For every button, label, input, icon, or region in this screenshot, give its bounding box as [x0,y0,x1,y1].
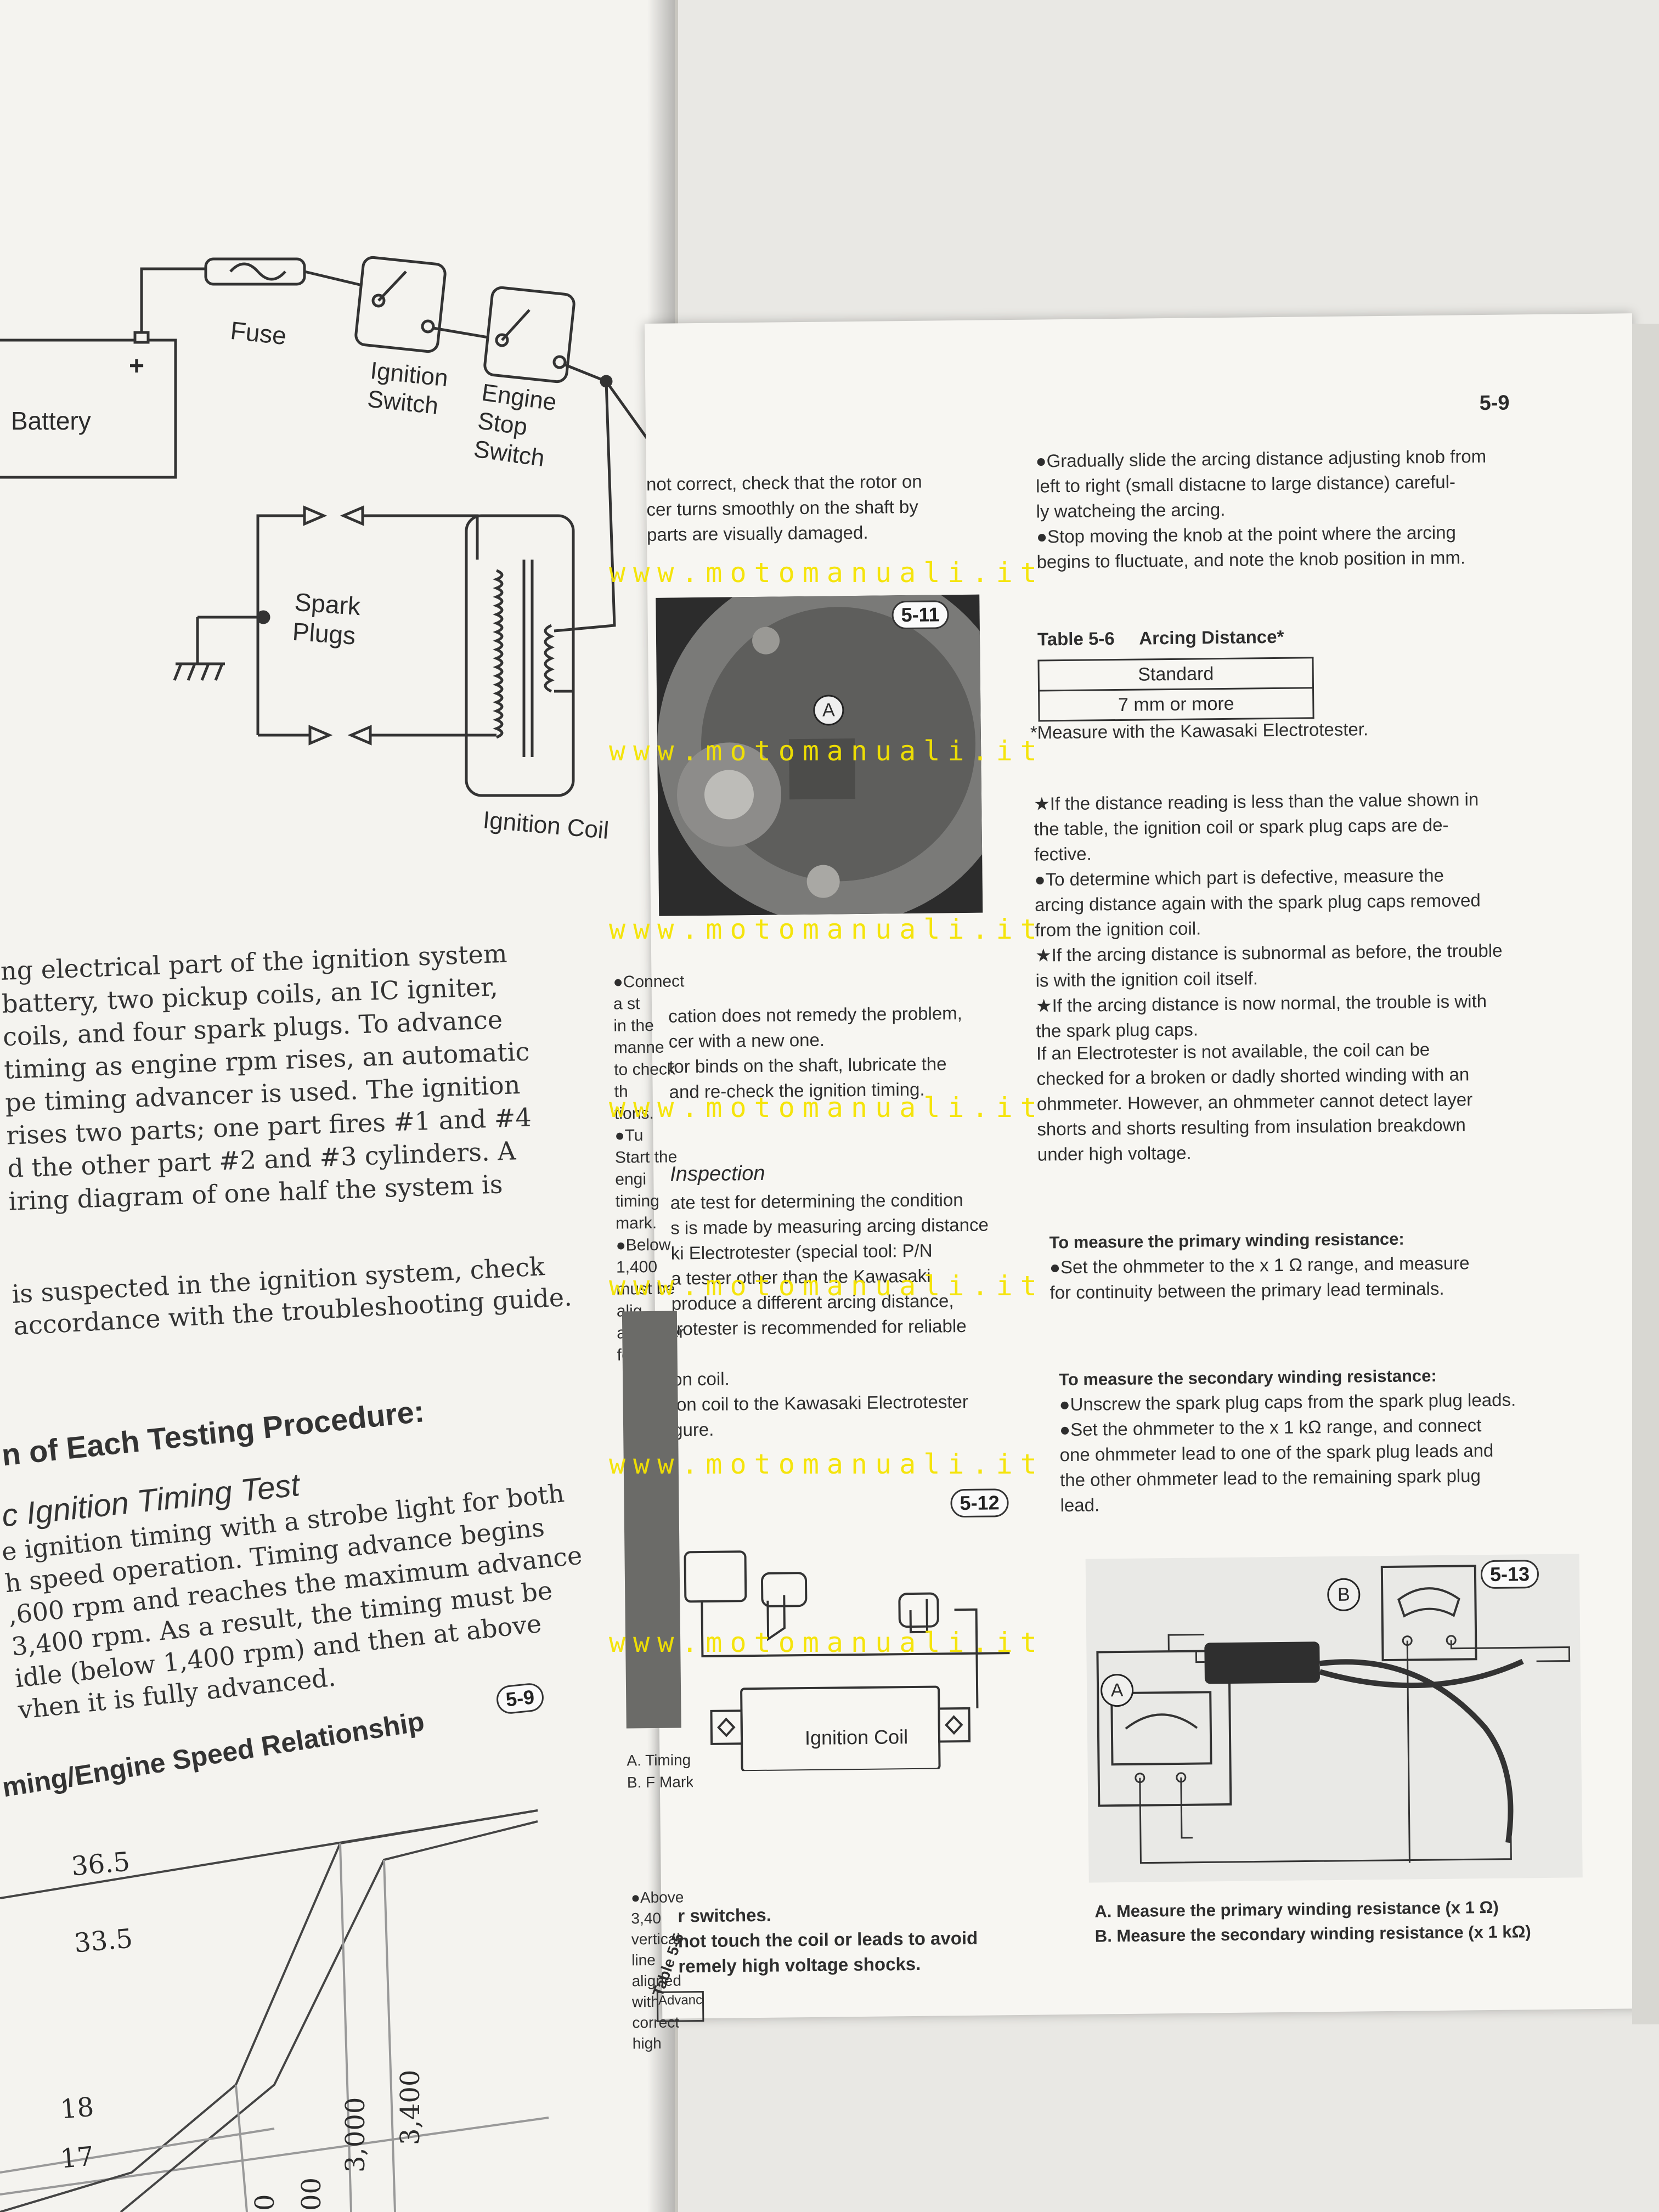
callout-b: B [1327,1578,1361,1612]
chart-x-label: 0 [250,2194,280,2211]
spark-plugs-label: Spark Plugs [291,587,362,650]
top-left-text: not correct, check that the rotor on cer… [646,471,922,545]
figure-tag-5-13: 5-13 [1480,1560,1539,1589]
figure-tag-5-9: 5-9 [495,1681,545,1716]
watermark: www.motomanuali.it [609,1627,1045,1658]
photo-5-11 [656,594,983,916]
primary-list: ●Set the ohmmeter to the x 1 Ω range, an… [1049,1252,1470,1303]
table-note: *Measure with the Kawasaki Electrotester… [1030,719,1369,743]
table-cell: 7 mm or more [1039,687,1314,721]
left-page: Battery + Fuse Ignition Switch Engine St… [0,0,678,2212]
electrotester-paragraph: If an Electrotester is not available, th… [1036,1039,1473,1165]
inspection-text: ate test for determining the condition s… [670,1189,989,1440]
timing-caption-a: A. Timing Ma [627,1751,691,1769]
primary-heading: To measure the primary winding resistanc… [1049,1229,1404,1252]
caption-b: B. Measure the secondary winding resista… [1094,1922,1531,1946]
engine-stop-switch-label: Engine Stop Switch [472,379,558,472]
table-cell: Standard [1038,657,1313,691]
figure-tag-5-11: 5-11 [891,600,949,630]
chart-y-label: 17 [59,2141,95,2175]
watermark: www.motomanuali.it [609,913,1045,945]
suspect-paragraph: is suspected in the ignition system, che… [11,1249,573,1342]
timing-chart [0,1809,549,2212]
table-5-6-caption: Table 5-6 Arcing Distance* [1037,626,1284,650]
watermark: www.motomanuali.it [609,557,1045,589]
watermark: www.motomanuali.it [609,1448,1045,1480]
photo-5-13 [1085,1554,1583,1883]
secondary-list: ●Unscrew the spark plug caps from the sp… [1059,1389,1516,1516]
warning-text: r switches. not touch the coil or leads … [678,1904,978,1977]
watermark: www.motomanuali.it [609,735,1045,767]
watermark: www.motomanuali.it [609,1270,1045,1302]
ignition-coil-label: Ignition Coil [804,1725,909,1750]
page-edge [1632,324,1659,2024]
table-5-5-cell: Advance Be [656,1991,704,2022]
top-right-text: ●Gradually slide the arcing distance adj… [1035,445,1487,572]
callout-a: A [1100,1673,1134,1707]
fuse-label: Fuse [229,315,288,351]
right-page: 5-9 not correct, check that the rotor on… [613,313,1650,2052]
arcing-distance-table: Standard 7 mm or more [1037,657,1314,721]
ignition-switch-label: Ignition Switch [366,357,449,420]
chart-x-label: 3,000 [340,2097,371,2172]
arcing-list: ★If the distance reading is less than th… [1034,789,1503,1041]
chart-y-label: 33.5 [72,1923,134,1959]
section-heading: n of Each Testing Procedure: [0,1393,426,1472]
chart-y-label: 36.5 [70,1846,132,1882]
battery-label: Battery [11,407,91,435]
figure-5-12-diagram [684,1550,1011,1772]
chart-y-label: 18 [59,2091,95,2125]
partial-photo [622,1311,681,1729]
chart-x-label: 3,400 [395,2069,426,2145]
inspection-heading: Inspection [670,1161,765,1186]
timing-caption-b: B. F Mark [627,1773,693,1791]
middle-center-text: cation does not remedy the problem, cer … [668,1003,963,1102]
chart-x-label: 00 [296,2177,327,2211]
ignition-wiring-diagram [0,256,649,797]
callout-a: A [813,695,844,726]
watermark: www.motomanuali.it [609,1092,1045,1124]
ignition-system-description: ng electrical part of the ignition syste… [0,935,557,1218]
page-number: 5-9 [1479,391,1510,415]
figure-tag-5-12: 5-12 [950,1488,1009,1518]
battery-plus-label: + [129,352,145,381]
